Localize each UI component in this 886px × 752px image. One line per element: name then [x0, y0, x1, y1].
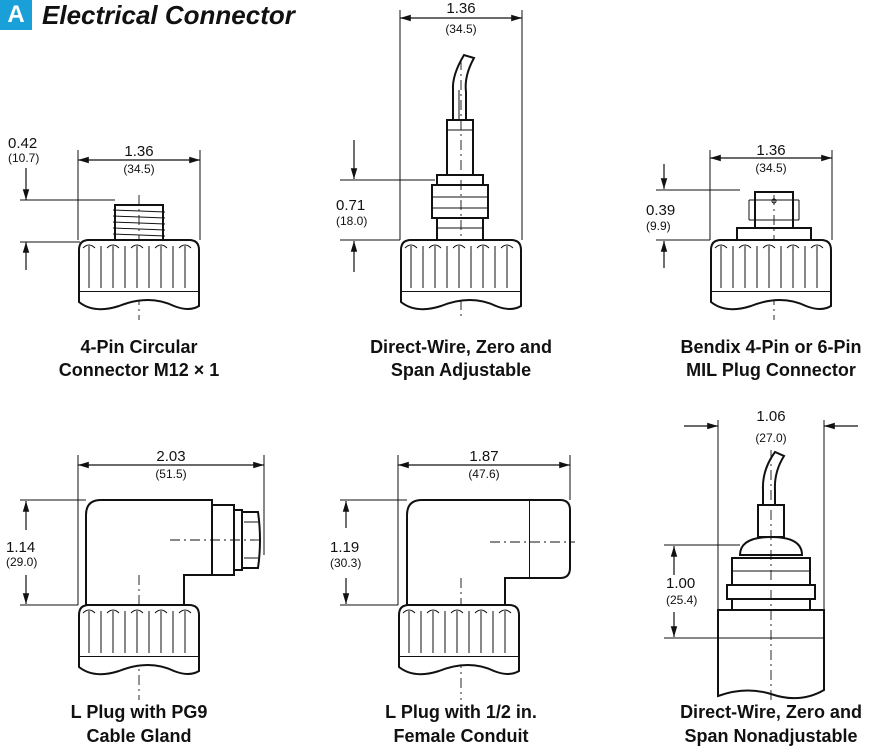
dim-pg9-width-metric: (51.5): [155, 467, 186, 481]
caption-bendix-line1: Bendix 4-Pin or 6-Pin: [680, 337, 861, 357]
caption-pg9-line1: L Plug with PG9: [71, 702, 208, 722]
caption-direct-nonadj-line1: Direct-Wire, Zero and: [680, 702, 862, 722]
dim-direct-nonadj-height-metric: (25.4): [666, 593, 697, 607]
figure-direct-wire-nonadjustable: 1.06 (27.0) 1.00 (25.4): [664, 408, 858, 700]
figure-bendix: 1.36 (34.5) 0.39 (9.9): [646, 142, 833, 320]
dim-bendix-height-metric: (9.9): [646, 219, 671, 233]
caption-m12-line1: 4-Pin Circular: [80, 337, 197, 357]
dim-bendix-width-metric: (34.5): [755, 161, 786, 175]
figure-conduit: 1.87 (47.6) 1.19 (30.3): [330, 448, 575, 700]
section-header: A Electrical Connector: [0, 0, 295, 30]
dim-m12-width-metric: (34.5): [123, 162, 154, 176]
caption-direct-nonadj-line2: Span Nonadjustable: [684, 726, 857, 746]
caption-direct-adj-line1: Direct-Wire, Zero and: [370, 337, 552, 357]
section-title: Electrical Connector: [42, 0, 295, 30]
section-badge: A: [0, 0, 32, 30]
dim-direct-adj-height: 0.71: [336, 197, 365, 214]
caption-conduit-line1: L Plug with 1/2 in.: [385, 702, 537, 722]
caption-m12-line2: Connector M12 × 1: [59, 360, 220, 380]
dim-direct-nonadj-height: 1.00: [666, 575, 695, 592]
dim-conduit-height: 1.19: [330, 539, 359, 556]
caption-pg9-line2: Cable Gland: [86, 726, 191, 746]
dim-conduit-width-metric: (47.6): [468, 467, 499, 481]
dim-conduit-height-metric: (30.3): [330, 556, 361, 570]
dim-pg9-height-metric: (29.0): [6, 555, 37, 569]
figure-direct-wire-adjustable: 1.36 (34.5) 0.71 (18.0): [336, 0, 523, 320]
dim-m12-width: 1.36: [124, 143, 153, 160]
dim-bendix-width: 1.36: [756, 142, 785, 159]
dim-direct-adj-width: 1.36: [446, 0, 475, 17]
dim-bendix-height: 0.39: [646, 202, 675, 219]
dim-direct-nonadj-width: 1.06: [756, 408, 785, 425]
caption-conduit-line2: Female Conduit: [393, 726, 528, 746]
dim-m12-height-metric: (10.7): [8, 151, 39, 165]
dim-conduit-width: 1.87: [469, 448, 498, 465]
dim-direct-adj-width-metric: (34.5): [445, 22, 476, 36]
caption-direct-adj-line2: Span Adjustable: [391, 360, 531, 380]
figure-pg9: 2.03 (51.5) 1.14 (29.0): [6, 448, 265, 700]
dim-pg9-width: 2.03: [156, 448, 185, 465]
figure-m12: 1.36 (34.5) 0.42 (10.7): [8, 135, 201, 320]
caption-bendix-line2: MIL Plug Connector: [686, 360, 856, 380]
dim-pg9-height: 1.14: [6, 539, 35, 556]
dim-direct-adj-height-metric: (18.0): [336, 214, 367, 228]
dim-direct-nonadj-width-metric: (27.0): [755, 431, 786, 445]
dim-m12-height: 0.42: [8, 135, 37, 152]
